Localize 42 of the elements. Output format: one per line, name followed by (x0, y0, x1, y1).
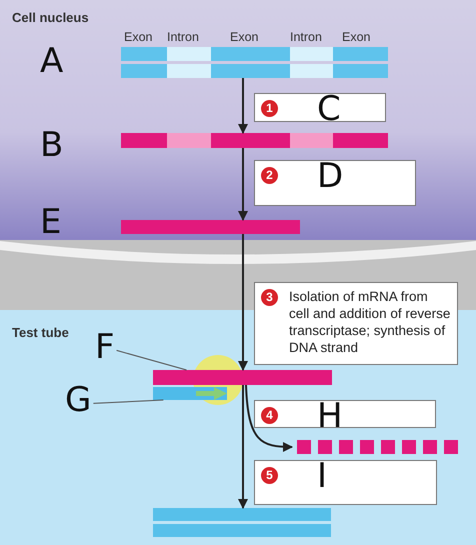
arrow (238, 148, 248, 221)
segment-label: Intron (290, 30, 322, 44)
letter-label: D (317, 159, 344, 193)
segment-label: Exon (230, 30, 258, 44)
step-box (254, 400, 436, 428)
mrna-strand-bar (153, 370, 332, 385)
step-box (254, 282, 458, 365)
step-number: 3 (261, 289, 278, 306)
region-heading: Cell nucleus (12, 10, 89, 25)
step-box (254, 160, 416, 206)
arrow (238, 78, 248, 134)
region-heading: Test tube (12, 325, 69, 340)
letter-label: E (40, 205, 62, 239)
step-description: Isolation of mRNA from cell and addition of reverse transcriptase; synthesis of DNA strand (289, 288, 451, 356)
letter-label: A (40, 44, 64, 78)
letter-label: B (40, 128, 64, 162)
segment-label: Intron (167, 30, 199, 44)
cdna-double-strand-bar (153, 508, 331, 537)
dna-double-strand-bar (121, 47, 388, 78)
arrow (238, 234, 248, 371)
pre-mrna-bar (121, 133, 388, 148)
letter-label: C (317, 92, 341, 126)
leader-line (116, 350, 188, 370)
rna-fragments (297, 440, 458, 454)
arrow (245, 384, 293, 452)
segment-label: Exon (342, 30, 370, 44)
segment-label: Exon (124, 30, 152, 44)
leader-line (92, 400, 164, 404)
mrna-strand-bar (121, 220, 300, 234)
step-number: 2 (261, 167, 278, 184)
arrow (238, 385, 248, 509)
letter-label: H (317, 399, 343, 433)
letter-label: G (65, 383, 92, 417)
step-box (254, 93, 386, 122)
step-number: 4 (261, 407, 278, 424)
letter-label: I (317, 459, 328, 493)
step-number: 1 (261, 100, 278, 117)
step-number: 5 (261, 467, 278, 484)
dna-strand-bar (153, 387, 227, 400)
step-box (254, 460, 437, 505)
cell-region (0, 0, 476, 240)
letter-label: F (95, 330, 115, 364)
